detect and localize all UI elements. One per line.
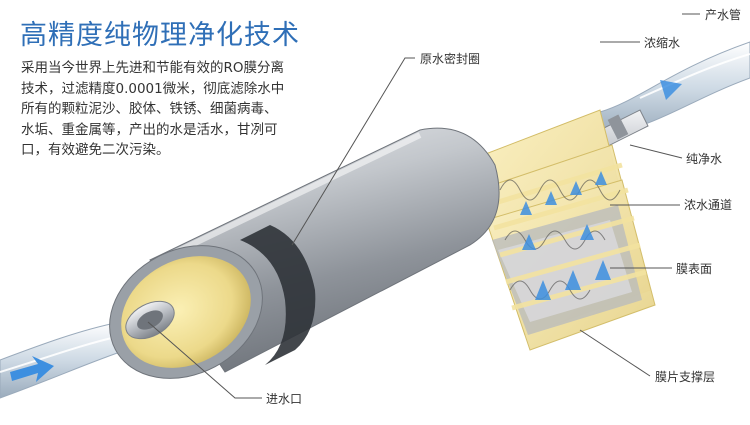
description-line: 采用当今世界上先进和节能有效的RO膜分离	[21, 60, 285, 76]
callout-lines	[147, 13, 700, 399]
description-line: 技术，过滤精度0.0001微米，彻底滤除水中	[21, 80, 285, 97]
label-support-layer: 膜片支撑层	[655, 370, 716, 384]
flow-arrows	[520, 80, 682, 300]
front-end-cap	[109, 245, 263, 379]
label-concentrate-channel: 浓水通道	[684, 198, 733, 212]
page-title: 高精度纯物理净化技术	[20, 20, 300, 51]
label-membrane-surface: 膜表面	[676, 262, 713, 276]
membrane-leaves	[469, 109, 656, 351]
description-line: 口，有效避免二次污染。	[21, 142, 170, 158]
label-inlet: 进水口	[266, 392, 303, 406]
label-seal-ring: 原水密封圈	[420, 52, 481, 66]
label-pure-water: 纯净水	[686, 152, 723, 166]
inlet-water-stream	[0, 321, 127, 399]
description-line: 水垢、重金属等，产出的水是活水，甘冽可	[21, 121, 278, 138]
description-line: 所有的颗粒泥沙、胶体、铁锈、细菌病毒、	[21, 101, 278, 117]
description: 采用当今世界上先进和节能有效的RO膜分离 技术，过滤精度0.0001微米，彻底滤…	[21, 58, 351, 161]
label-product-pipe: 产水管	[705, 8, 742, 22]
label-concentrate: 浓缩水	[644, 36, 681, 50]
